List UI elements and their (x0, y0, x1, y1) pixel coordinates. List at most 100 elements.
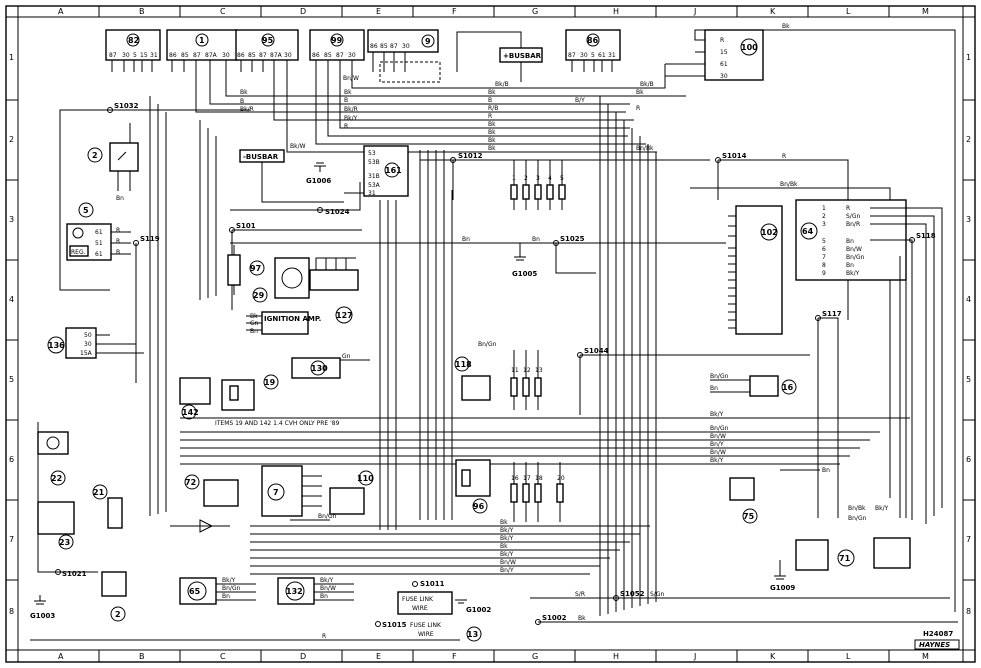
component-5-number: 5 (83, 206, 89, 215)
component-19: 19 (221, 374, 279, 411)
component-100-pin: 30 (720, 73, 728, 80)
row-7-right: 7 (966, 535, 971, 544)
relay-82-pin: 5 (133, 52, 137, 59)
relay-82-pin: 15 (140, 52, 148, 59)
wire-label: Bn (222, 593, 230, 600)
col-h-top: H (613, 7, 619, 16)
wire-label: Bk/Y (320, 577, 334, 584)
splice-label: S118 (916, 232, 936, 240)
row-3-left: 3 (9, 215, 14, 224)
fuse-number: 20 (557, 475, 565, 482)
component-132: 132 Bk/Y Bn/W Bn (277, 577, 354, 605)
component-161-pin: 53B (368, 159, 380, 166)
vertical-wires (149, 96, 657, 616)
splice-label: S1021 (62, 570, 87, 578)
component-64-pin: 5 (822, 238, 826, 245)
splice-label: S1032 (114, 102, 139, 110)
component-132-number: 132 (286, 587, 303, 596)
component-161-pin: 53A (368, 182, 381, 189)
component-23: 23 (37, 501, 75, 550)
relay-86: 86 87 30 5 61 31 (565, 29, 621, 72)
wire-label: Bn (116, 195, 124, 202)
component-2-bottom-number: 2 (115, 610, 121, 619)
splice-label: S101 (236, 222, 256, 230)
column-labels-top: A B C D E F G H J K L M (58, 7, 929, 16)
component-136-number: 136 (48, 341, 65, 350)
relay-99-pin: 30 (348, 52, 356, 59)
ground-g1005: G1005 (512, 243, 537, 278)
busbar-plus-label: +BUSBAR (503, 52, 542, 60)
busbar-ref-label: Bk/W (290, 143, 306, 150)
component-2-top-number: 2 (92, 151, 98, 160)
relay-1-pin: 30 (222, 52, 230, 59)
row-2-right: 2 (966, 135, 971, 144)
ground-label: G1005 (512, 270, 537, 278)
component-100-pin: 15 (720, 49, 728, 56)
component-100-pin: 61 (720, 61, 728, 68)
relay-86-pin: 31 (608, 52, 616, 59)
component-110: 110 Bn/Gn (290, 470, 374, 521)
splice-s1021: S1021 (37, 422, 98, 578)
component-64-pin: 2 (822, 213, 826, 220)
component-96: 96 (455, 459, 491, 514)
wire-label: Bk/R (344, 106, 358, 113)
component-23-number: 23 (59, 538, 70, 547)
col-h-bottom: H (613, 652, 619, 661)
relay-9-pin: 86 (370, 43, 378, 50)
component-64-wire: R (846, 205, 850, 212)
relay-95-pin: 85 (248, 52, 256, 59)
col-a-top: A (58, 7, 64, 16)
fuse-block-16-20: 16 17 18 20 (510, 462, 565, 522)
fuse-link-label: FUSE LINK (410, 622, 442, 629)
wire-label: S/Gn (650, 591, 664, 598)
relay-82-pin: 87 (109, 52, 117, 59)
col-e-top: E (376, 7, 381, 16)
wire-label: Bn/Gn (222, 585, 241, 592)
wire-label: B/Y (575, 97, 585, 104)
relay-82: 82 87 30 5 15 31 (105, 29, 161, 72)
row-labels: 1 2 3 4 5 6 7 8 1 2 3 4 5 6 7 8 (9, 53, 971, 616)
row-1-right: 1 (966, 53, 971, 62)
component-72: 72 (170, 474, 239, 533)
component-64-number: 64 (802, 227, 814, 236)
wire-label: Bk/Y (500, 551, 514, 558)
col-c-bottom: C (220, 652, 226, 661)
row-4-right: 4 (966, 295, 971, 304)
component-71-number: 71 (839, 554, 851, 563)
component-21: 21 (92, 484, 123, 529)
ground-label: G1002 (466, 606, 491, 614)
splice-s119: S119 (133, 235, 160, 383)
wire-label: Bk (250, 313, 258, 320)
items-note: ITEMS 19 AND 142 1.4 CVH ONLY PRE '89 (215, 420, 340, 427)
component-13-number: 13 (467, 630, 478, 639)
component-75: 75 (729, 477, 758, 524)
busbar-minus: -BUSBAR Bk/W (239, 143, 344, 203)
fuse-number: 17 (523, 475, 531, 482)
fuse-number: 13 (535, 367, 543, 374)
wire-label: Bn (822, 467, 830, 474)
component-22: 22 (37, 431, 69, 486)
component-102-number: 102 (761, 228, 778, 237)
splice-label: S1012 (458, 152, 483, 160)
component-64-wire: Bn/R (846, 221, 860, 228)
relay-99-pin: 86 (312, 52, 320, 59)
wire-label: Bn/W (710, 449, 726, 456)
fuse-block-11-13: 11 12 13 (510, 350, 543, 410)
ground-label: G1006 (306, 177, 331, 185)
diagram-frame (5, 5, 976, 663)
fuse-link-label: FUSE LINK (402, 596, 434, 603)
component-64-pin: 9 (822, 270, 826, 277)
relay-1-pin: 87 (193, 52, 201, 59)
relay-9: 9 86 85 87 30 (367, 29, 441, 83)
wire-label: R (782, 153, 786, 160)
relay-1-pin: 85 (181, 52, 189, 59)
component-64-pin: 6 (822, 246, 826, 253)
relay-86-pin: 5 (591, 52, 595, 59)
wire-label: Bk/Y (500, 535, 514, 542)
component-136-pin: 15A (80, 350, 93, 357)
relay-1-pin: 86 (169, 52, 177, 59)
bottom-wires: Bk Bk/Y Bk/Y Bk Bk/Y Bn/W Bn/Y (250, 519, 650, 575)
col-a-bottom: A (58, 652, 64, 661)
wire-label: Bk (782, 23, 790, 30)
col-g-top: G (532, 7, 538, 16)
